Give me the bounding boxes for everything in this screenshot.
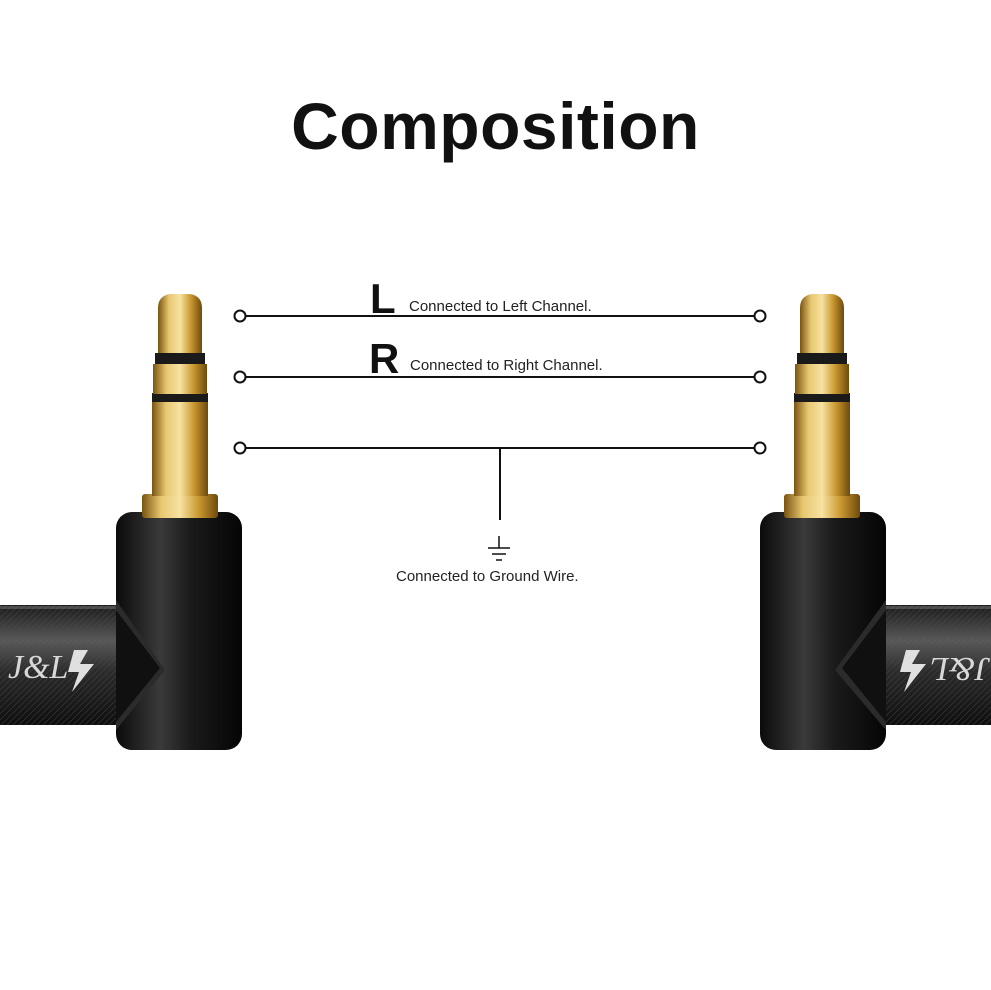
- left-channel-letter: L: [370, 275, 396, 322]
- right-brand-mark: J&L: [900, 650, 990, 692]
- right-sleeve: [794, 402, 850, 496]
- left-insulator-ring-1: [155, 353, 205, 364]
- left-connector: J&L: [0, 294, 242, 750]
- left-ring: [153, 364, 207, 394]
- right-channel-line: [233, 370, 767, 384]
- right-insulator-ring-2: [794, 393, 850, 402]
- page-title: Composition: [291, 89, 700, 163]
- right-brand-text: J&L: [930, 650, 990, 687]
- right-channel-letter: R: [369, 335, 400, 382]
- left-brand-text: J&L: [8, 649, 68, 686]
- right-insulator-ring-1: [797, 353, 847, 364]
- left-channel-description: Connected to Left Channel.: [409, 298, 592, 315]
- left-insulator-ring-2: [152, 393, 208, 402]
- left-tip: [158, 294, 202, 353]
- left-brand-mark: J&L: [8, 649, 94, 692]
- lightning-icon: [68, 650, 94, 692]
- right-gold-collar: [784, 494, 860, 518]
- right-connector: J&L: [760, 294, 991, 750]
- ground-symbol-icon: [488, 536, 510, 561]
- ground-line: [233, 441, 767, 520]
- left-sleeve: [152, 402, 208, 496]
- right-tip: [800, 294, 844, 353]
- left-channel-line: [233, 309, 767, 323]
- left-gold-collar: [142, 494, 218, 518]
- right-channel-description: Connected to Right Channel.: [410, 357, 603, 374]
- right-ring: [795, 364, 849, 394]
- ground-description: Connected to Ground Wire.: [396, 568, 579, 585]
- lightning-icon: [900, 650, 926, 692]
